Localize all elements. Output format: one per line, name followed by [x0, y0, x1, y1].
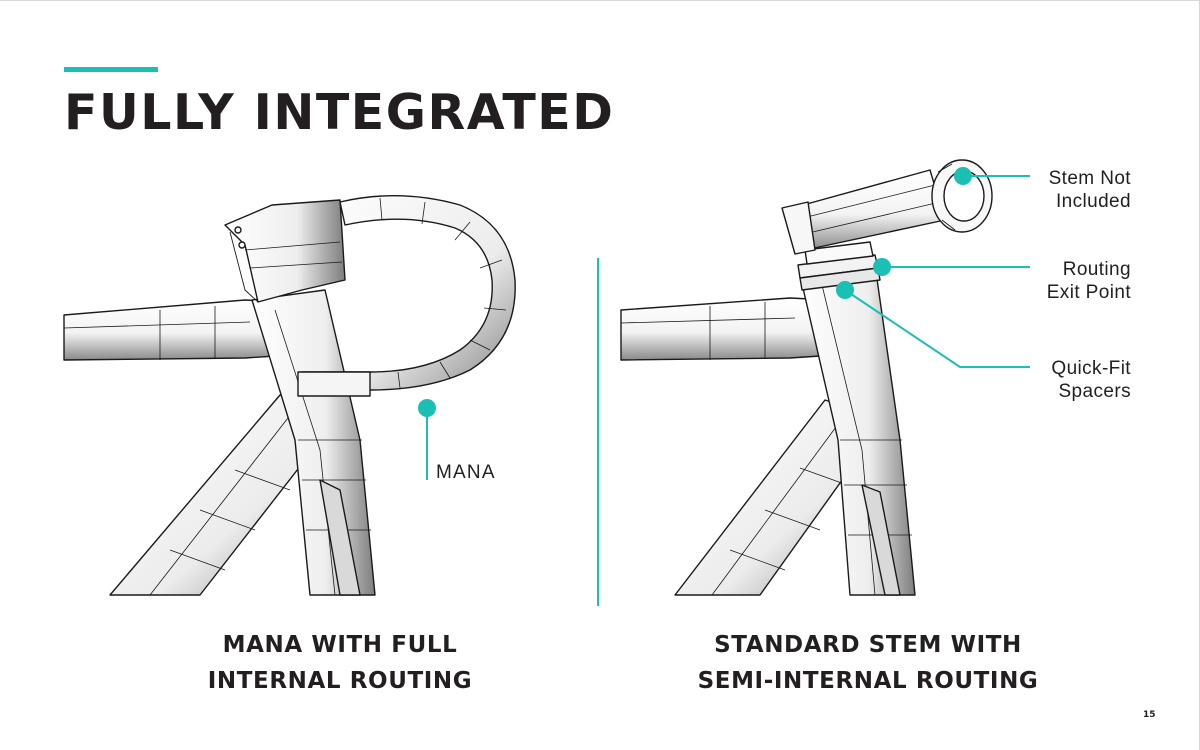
- callout-stem-line2: Included: [1055, 191, 1131, 212]
- left-caption-line2: INTERNAL ROUTING: [207, 668, 473, 694]
- right-caption-line2: SEMI-INTERNAL ROUTING: [697, 668, 1039, 694]
- callout-routing-exit-point: Routing Exit Point: [1047, 258, 1131, 304]
- page-title: FULLY INTEGRATED: [64, 84, 615, 141]
- callout-stem-not-included: Stem Not Included: [1049, 167, 1131, 213]
- title-accent-bar: [64, 67, 158, 72]
- left-figure-caption: MANA WITH FULL INTERNAL ROUTING: [140, 627, 540, 699]
- right-caption-line1: STANDARD STEM WITH: [714, 632, 1022, 658]
- callout-quick-fit-spacers: Quick-Fit Spacers: [1051, 357, 1131, 403]
- figure-divider: [597, 258, 599, 606]
- callout-exit-line2: Exit Point: [1046, 282, 1131, 303]
- page-number: 15: [1143, 710, 1156, 720]
- mana-label: MANA: [436, 462, 496, 483]
- callout-spacers-line1: Quick-Fit: [1051, 358, 1131, 379]
- page-border-top: [0, 0, 1200, 1]
- left-caption-line1: MANA WITH FULL: [222, 632, 458, 658]
- callout-exit-line1: Routing: [1062, 259, 1131, 280]
- mana-frame-illustration: [63, 195, 516, 596]
- callout-stem-line1: Stem Not: [1048, 168, 1131, 189]
- standard-stem-frame-illustration: [620, 159, 993, 596]
- right-figure-caption: STANDARD STEM WITH SEMI-INTERNAL ROUTING: [668, 627, 1068, 699]
- callout-spacers-line2: Spacers: [1058, 381, 1131, 402]
